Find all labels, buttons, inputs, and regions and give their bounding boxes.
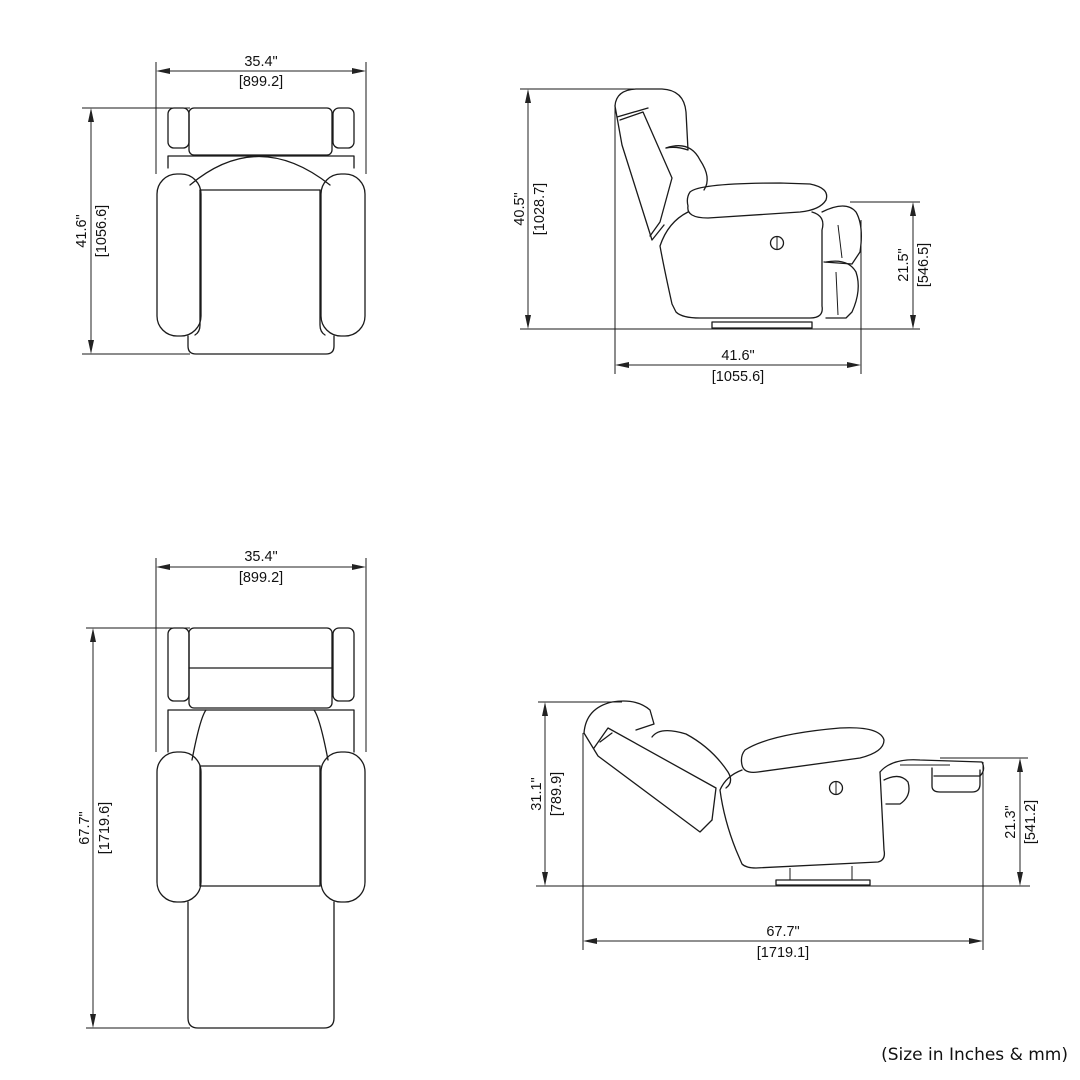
side-upright-seat-height-mm: [546.5]	[916, 243, 932, 287]
side-upright-height-inches: 40.5"	[512, 192, 528, 225]
side-reclined-seat-height-inches: 21.3"	[1003, 805, 1019, 838]
top-reclined-width-inches: 35.4"	[244, 549, 277, 565]
top-upright-width-inches: 35.4"	[244, 54, 277, 70]
units-footnote: (Size in Inches & mm)	[881, 1045, 1068, 1065]
top-reclined-width-mm: [899.2]	[239, 570, 283, 586]
top-view-reclined: 35.4" [899.2] 67.7" [1719.6]	[77, 549, 367, 1029]
top-upright-depth-mm: [1056.6]	[94, 205, 110, 257]
top-reclined-length-inches: 67.7"	[77, 811, 93, 844]
side-reclined-seat-height-mm: [541.2]	[1023, 800, 1039, 844]
side-upright-seat-height-inches: 21.5"	[896, 248, 912, 281]
side-reclined-height-inches: 31.1"	[529, 777, 545, 810]
side-upright-height-mm: [1028.7]	[532, 183, 548, 235]
top-view-upright: 35.4" [899.2] 41.6" [1056.6]	[74, 54, 367, 355]
side-reclined-height-mm: [789.9]	[549, 772, 565, 816]
side-view-upright: 40.5" [1028.7] 21.5" [546.5] 41.6" [1055…	[512, 88, 932, 385]
top-upright-width-mm: [899.2]	[239, 74, 283, 90]
top-reclined-length-mm: [1719.6]	[97, 802, 113, 854]
side-reclined-length-mm: [1719.1]	[757, 945, 809, 961]
side-upright-depth-inches: 41.6"	[721, 348, 754, 364]
top-upright-depth-inches: 41.6"	[74, 214, 90, 247]
side-reclined-length-inches: 67.7"	[766, 924, 799, 940]
side-view-reclined: 31.1" [789.9] 21.3" [541.2] 67.7" [1719.…	[529, 700, 1039, 961]
side-upright-depth-mm: [1055.6]	[712, 369, 764, 385]
